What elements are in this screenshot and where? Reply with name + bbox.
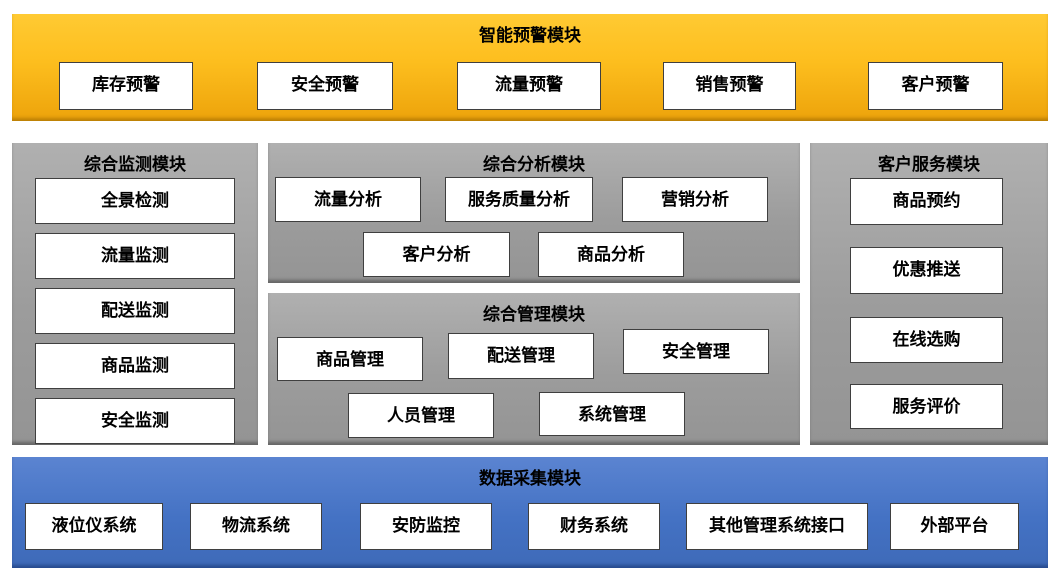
alert-box-inventory: 库存预警 — [59, 62, 193, 110]
analysis-box-service-quality: 服务质量分析 — [445, 177, 593, 222]
analysis-box-goods: 商品分析 — [538, 232, 684, 277]
service-module-panel: 客户服务模块 商品预约 优惠推送 在线选购 服务评价 — [810, 143, 1048, 445]
data-box-finance: 财务系统 — [528, 503, 660, 550]
data-collection-module-panel: 数据采集模块 液位仪系统 物流系统 安防监控 财务系统 其他管理系统接口 外部平… — [12, 457, 1048, 568]
monitor-box-security: 安全监测 — [35, 398, 235, 444]
management-box-goods: 商品管理 — [277, 337, 423, 381]
management-box-personnel: 人员管理 — [348, 393, 494, 438]
analysis-module-title: 综合分析模块 — [483, 155, 585, 174]
data-collection-module-title: 数据采集模块 — [479, 469, 581, 488]
alert-box-sales: 销售预警 — [663, 62, 796, 110]
data-box-level-gauge: 液位仪系统 — [25, 503, 163, 550]
management-box-delivery: 配送管理 — [448, 333, 594, 379]
data-box-logistics: 物流系统 — [190, 503, 322, 550]
management-module-title: 综合管理模块 — [483, 305, 585, 324]
service-box-evaluation: 服务评价 — [850, 384, 1003, 429]
alert-box-security: 安全预警 — [257, 62, 393, 110]
management-box-security: 安全管理 — [623, 329, 769, 374]
monitor-box-goods: 商品监测 — [35, 343, 235, 389]
service-box-promotion: 优惠推送 — [850, 247, 1003, 294]
monitor-box-delivery: 配送监测 — [35, 288, 235, 334]
data-box-security-monitor: 安防监控 — [360, 503, 492, 550]
data-box-external-platform: 外部平台 — [890, 503, 1019, 550]
service-box-online-shopping: 在线选购 — [850, 317, 1003, 363]
monitor-box-panorama: 全景检测 — [35, 178, 235, 224]
data-box-other-interfaces: 其他管理系统接口 — [686, 503, 868, 550]
analysis-box-traffic: 流量分析 — [275, 177, 421, 222]
analysis-box-customer: 客户分析 — [363, 232, 510, 277]
management-module-panel: 综合管理模块 商品管理 配送管理 安全管理 人员管理 系统管理 — [268, 293, 800, 445]
monitor-module-panel: 综合监测模块 全景检测 流量监测 配送监测 商品监测 安全监测 — [12, 143, 258, 445]
analysis-box-marketing: 营销分析 — [622, 177, 768, 222]
alert-box-customer: 客户预警 — [868, 62, 1003, 110]
service-box-reservation: 商品预约 — [850, 178, 1003, 225]
service-module-title: 客户服务模块 — [878, 155, 980, 174]
analysis-module-panel: 综合分析模块 流量分析 服务质量分析 营销分析 客户分析 商品分析 — [268, 143, 800, 283]
monitor-box-traffic: 流量监测 — [35, 233, 235, 279]
alert-module-title: 智能预警模块 — [479, 26, 581, 45]
management-box-system: 系统管理 — [539, 392, 685, 436]
monitor-module-title: 综合监测模块 — [84, 155, 186, 174]
alert-box-traffic: 流量预警 — [457, 62, 601, 110]
alert-module-panel: 智能预警模块 库存预警 安全预警 流量预警 销售预警 客户预警 — [12, 14, 1048, 121]
